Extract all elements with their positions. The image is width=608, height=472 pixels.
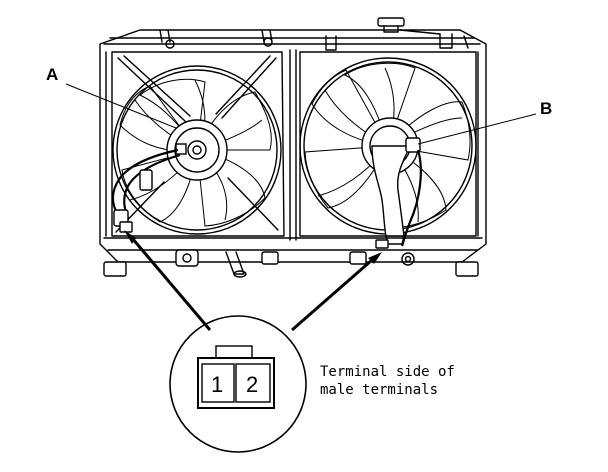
callout-label-b: B bbox=[540, 99, 552, 118]
right-fan-assembly bbox=[299, 51, 477, 249]
caption-line-2: male terminals bbox=[320, 382, 438, 398]
callout-label-a: A bbox=[46, 65, 58, 84]
connector-detail: 1 2 bbox=[169, 315, 307, 453]
callout-a: A bbox=[46, 65, 177, 129]
connector-arrows bbox=[124, 230, 382, 332]
radiator bbox=[99, 17, 487, 278]
callout-b: B bbox=[417, 99, 552, 145]
connector-caption: Terminal side of male terminals bbox=[320, 364, 455, 398]
caption-line-1: Terminal side of bbox=[320, 364, 455, 380]
left-fan-assembly bbox=[111, 51, 285, 237]
pin-2-label: 2 bbox=[246, 372, 258, 397]
pin-1-label: 1 bbox=[211, 372, 223, 397]
